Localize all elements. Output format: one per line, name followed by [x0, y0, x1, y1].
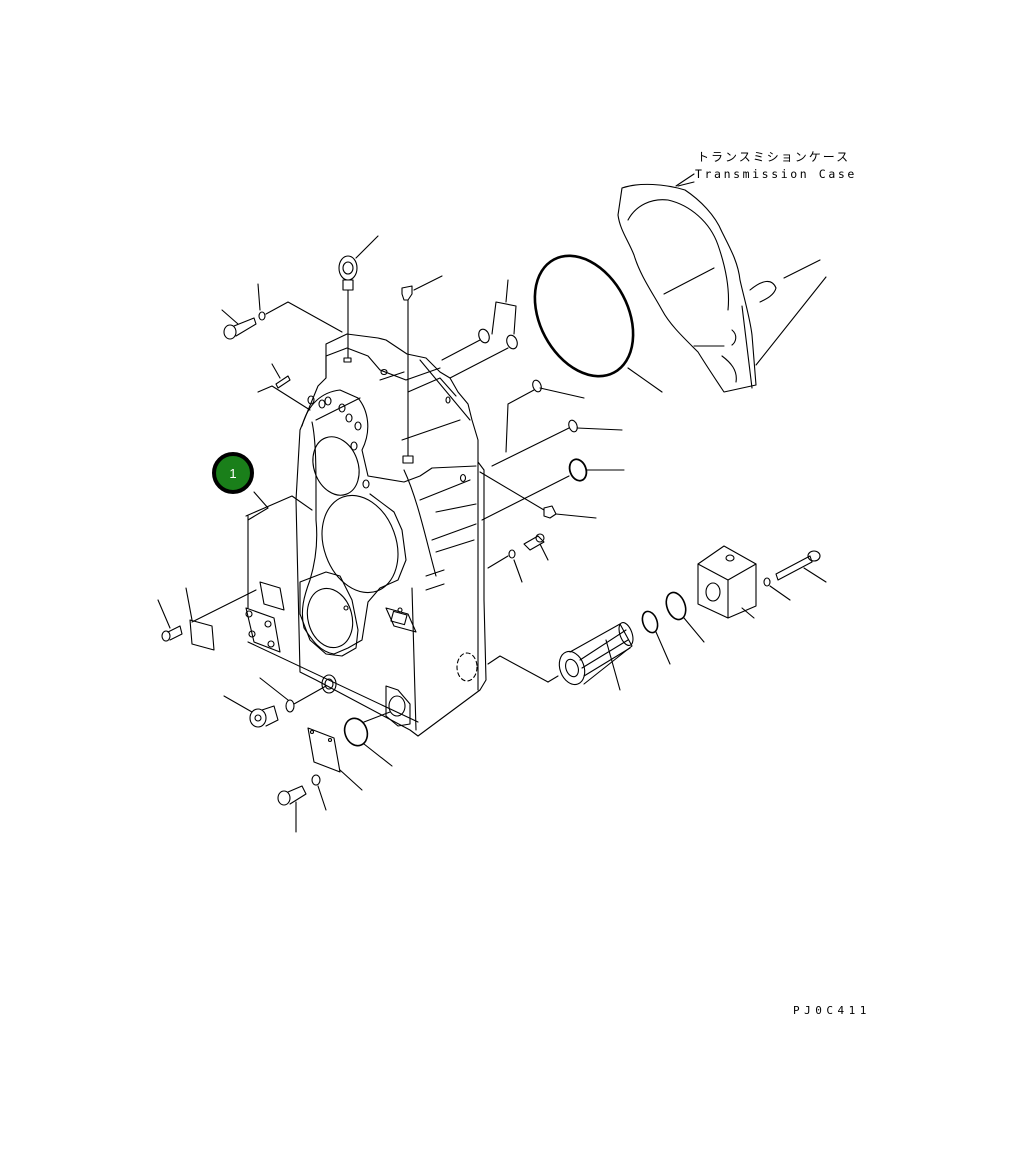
bolt-left-small [157, 599, 183, 642]
cover-plate-lower [307, 727, 363, 791]
o-ring-right [481, 458, 625, 521]
callout-1-number: 1 [229, 465, 237, 481]
washer-upper-left [257, 283, 343, 333]
leader-lines [245, 491, 419, 723]
transmission-case-flange [617, 173, 827, 393]
callout-1[interactable]: 1 [212, 452, 254, 494]
washer-lower [311, 774, 327, 811]
strainer [487, 621, 634, 691]
cover-gasket-upper [259, 581, 285, 611]
breather-plug [401, 275, 443, 464]
bolt-lower [277, 785, 307, 833]
drain-plug [223, 695, 279, 728]
o-ring-lower [343, 711, 393, 767]
dowel-pin [257, 363, 311, 411]
transmission-case-label-jp: トランスミションケース [697, 150, 851, 164]
drawing-code: PJ0C411 [793, 1004, 871, 1017]
o-ring-small-1 [641, 610, 671, 665]
long-bolt [775, 550, 827, 583]
washer-right [487, 549, 523, 583]
eye-bolt [338, 235, 379, 363]
bolt-holes [307, 368, 467, 613]
bolt-upper-left [221, 309, 257, 340]
plug-right-1 [505, 379, 585, 453]
transmission-housing [295, 333, 487, 737]
transmission-case-label-en: Transmission Case [695, 167, 857, 181]
gasket-left [185, 587, 257, 651]
plug-pair [441, 279, 518, 379]
cover-plate-upper [245, 515, 281, 653]
o-ring-drain [259, 677, 327, 713]
bolt-right [523, 533, 549, 561]
small-plug-right [479, 471, 597, 519]
valve-block [697, 545, 757, 619]
large-o-ring [533, 254, 663, 393]
o-ring-small-2 [665, 591, 705, 643]
washer-block [763, 577, 791, 601]
plug-right-2 [491, 419, 623, 467]
